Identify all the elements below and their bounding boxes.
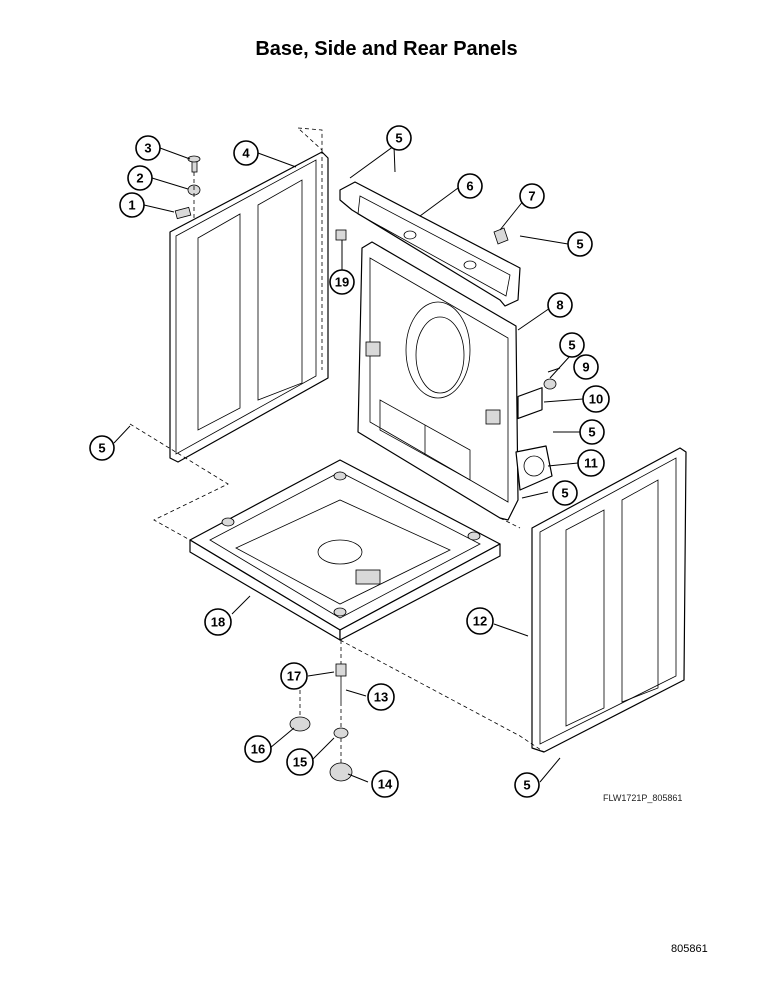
callout-8-label: 8 bbox=[556, 298, 563, 313]
callout-5f-label: 5 bbox=[561, 486, 568, 501]
callout-5b: 5 bbox=[567, 231, 593, 257]
callout-5f: 5 bbox=[552, 480, 578, 506]
rear-panel bbox=[357, 241, 519, 521]
callout-5d: 5 bbox=[579, 419, 605, 445]
callout-11-label: 11 bbox=[584, 456, 598, 471]
clip-19 bbox=[335, 229, 347, 241]
callout-5d-label: 5 bbox=[588, 425, 595, 440]
callout-5g-label: 5 bbox=[523, 778, 530, 793]
callout-16-label: 16 bbox=[251, 742, 265, 757]
page-number: 805861 bbox=[671, 943, 708, 955]
assembly-guide-lines bbox=[129, 423, 545, 764]
page-title: Base, Side and Rear Panels bbox=[255, 38, 518, 60]
callout-18: 18 bbox=[204, 608, 232, 636]
callout-7-label: 7 bbox=[528, 189, 535, 204]
callout-6: 6 bbox=[457, 173, 483, 199]
callout-12: 12 bbox=[466, 607, 494, 635]
callout-9: 9 bbox=[573, 354, 599, 380]
callout-8: 8 bbox=[547, 292, 573, 318]
clip-7 bbox=[493, 227, 509, 245]
callout-13-label: 13 bbox=[374, 690, 388, 705]
callout-leaders bbox=[113, 145, 584, 783]
callout-5a: 5 bbox=[386, 125, 412, 151]
leveling-leg-parts bbox=[289, 663, 353, 782]
callout-14: 14 bbox=[371, 770, 399, 798]
callout-10: 10 bbox=[582, 385, 610, 413]
callout-5e-label: 5 bbox=[98, 441, 105, 456]
callout-19: 19 bbox=[329, 269, 355, 295]
callout-17: 17 bbox=[280, 662, 308, 690]
callout-1-label: 1 bbox=[128, 198, 135, 213]
callout-11: 11 bbox=[577, 449, 605, 477]
callout-6-label: 6 bbox=[466, 179, 473, 194]
callout-4: 4 bbox=[233, 140, 259, 166]
callout-2-label: 2 bbox=[136, 171, 143, 186]
rear-top-bracket bbox=[339, 181, 521, 307]
small-hardware-parts bbox=[174, 155, 201, 220]
drawing-code: FLW1721P_805861 bbox=[603, 793, 683, 803]
callout-15-label: 15 bbox=[293, 755, 307, 770]
callout-13: 13 bbox=[367, 683, 395, 711]
callout-5a-label: 5 bbox=[395, 131, 402, 146]
callout-3: 3 bbox=[135, 135, 161, 161]
callout-5b-label: 5 bbox=[576, 237, 583, 252]
callout-17-label: 17 bbox=[287, 669, 301, 684]
base-frame bbox=[189, 459, 501, 641]
callout-5c: 5 bbox=[559, 332, 585, 358]
callout-14-label: 14 bbox=[378, 777, 393, 792]
right-side-panel bbox=[531, 447, 687, 753]
callout-5e: 5 bbox=[89, 435, 115, 461]
callout-7: 7 bbox=[519, 183, 545, 209]
callout-19-label: 19 bbox=[335, 275, 349, 290]
callout-1: 1 bbox=[119, 192, 145, 218]
callout-15: 15 bbox=[286, 748, 314, 776]
callout-10-label: 10 bbox=[589, 392, 603, 407]
callout-9-label: 9 bbox=[582, 360, 589, 375]
callout-12-label: 12 bbox=[473, 614, 487, 629]
callout-18-label: 18 bbox=[211, 615, 225, 630]
callout-5c-label: 5 bbox=[568, 338, 575, 353]
callout-16: 16 bbox=[244, 735, 272, 763]
callout-5g: 5 bbox=[514, 772, 540, 798]
callout-3-label: 3 bbox=[144, 141, 151, 156]
callout-2: 2 bbox=[127, 165, 153, 191]
left-side-panel bbox=[169, 127, 329, 463]
terminal-block-parts bbox=[515, 378, 557, 491]
callout-4-label: 4 bbox=[242, 146, 250, 161]
